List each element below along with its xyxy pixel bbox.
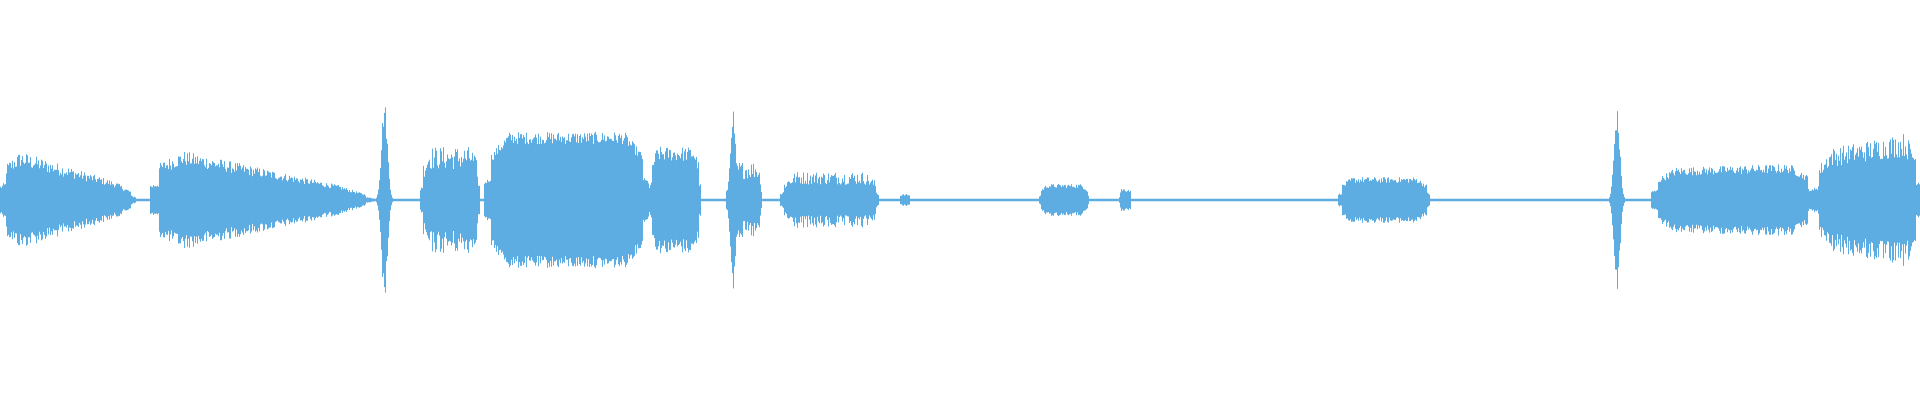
waveform-signal xyxy=(0,107,1920,293)
waveform-amplitude-path xyxy=(0,107,1920,293)
